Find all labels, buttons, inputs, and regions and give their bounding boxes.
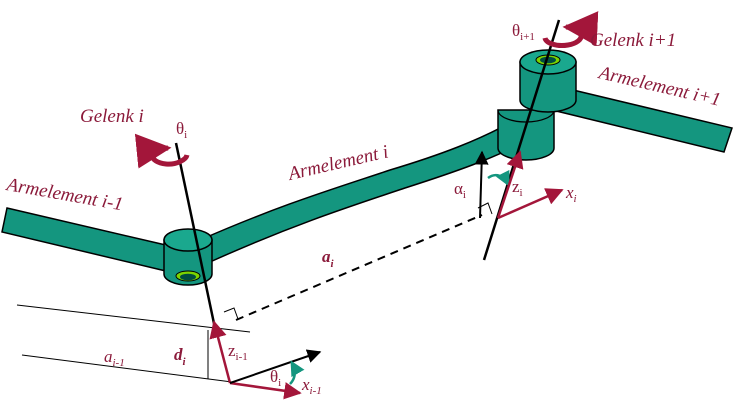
symbol-alpha-i: αi bbox=[454, 179, 466, 201]
joint-next-axis bbox=[482, 19, 561, 261]
symbol-x-prev: xi-1 bbox=[301, 375, 322, 397]
common-normal-a-i bbox=[235, 214, 483, 321]
symbol-d-i: di bbox=[174, 345, 187, 368]
joint-i-cylinder bbox=[163, 228, 213, 286]
z-prev-axis bbox=[209, 320, 232, 384]
theta-arc-bottom bbox=[289, 360, 305, 385]
joint-i-axis bbox=[174, 142, 218, 334]
symbol-theta-bottom: θi bbox=[270, 367, 281, 389]
reference-lines bbox=[16, 304, 251, 383]
x-prev-axis bbox=[229, 381, 302, 400]
x-i-projection bbox=[229, 349, 322, 384]
alpha-arc bbox=[487, 169, 510, 187]
joint-next-cylinder bbox=[497, 49, 577, 161]
joint-i-rotation-icon bbox=[134, 133, 190, 169]
label-joint-next: Gelenk i+1 bbox=[590, 30, 676, 51]
symbol-x-i: xi bbox=[565, 183, 577, 205]
symbol-a-i: ai bbox=[322, 247, 335, 270]
right-angle-marker-bottom bbox=[223, 307, 239, 320]
alpha-reference-axis bbox=[474, 150, 489, 219]
link-prev bbox=[1, 207, 171, 273]
label-joint-i: Gelenk i bbox=[80, 106, 144, 127]
x-i-axis bbox=[497, 188, 564, 220]
joint-next-rotation-icon bbox=[542, 11, 599, 48]
symbol-z-prev: zi-1 bbox=[228, 341, 248, 363]
symbol-theta-next: θi+1 bbox=[512, 21, 535, 43]
symbol-theta-i: θi bbox=[176, 119, 187, 141]
symbol-a-prev: ai-1 bbox=[104, 347, 125, 369]
symbol-z-i: zi bbox=[512, 177, 523, 199]
label-link-prev: Armelement i-1 bbox=[3, 174, 124, 215]
z-i-axis bbox=[496, 150, 524, 219]
link-i bbox=[199, 118, 530, 263]
